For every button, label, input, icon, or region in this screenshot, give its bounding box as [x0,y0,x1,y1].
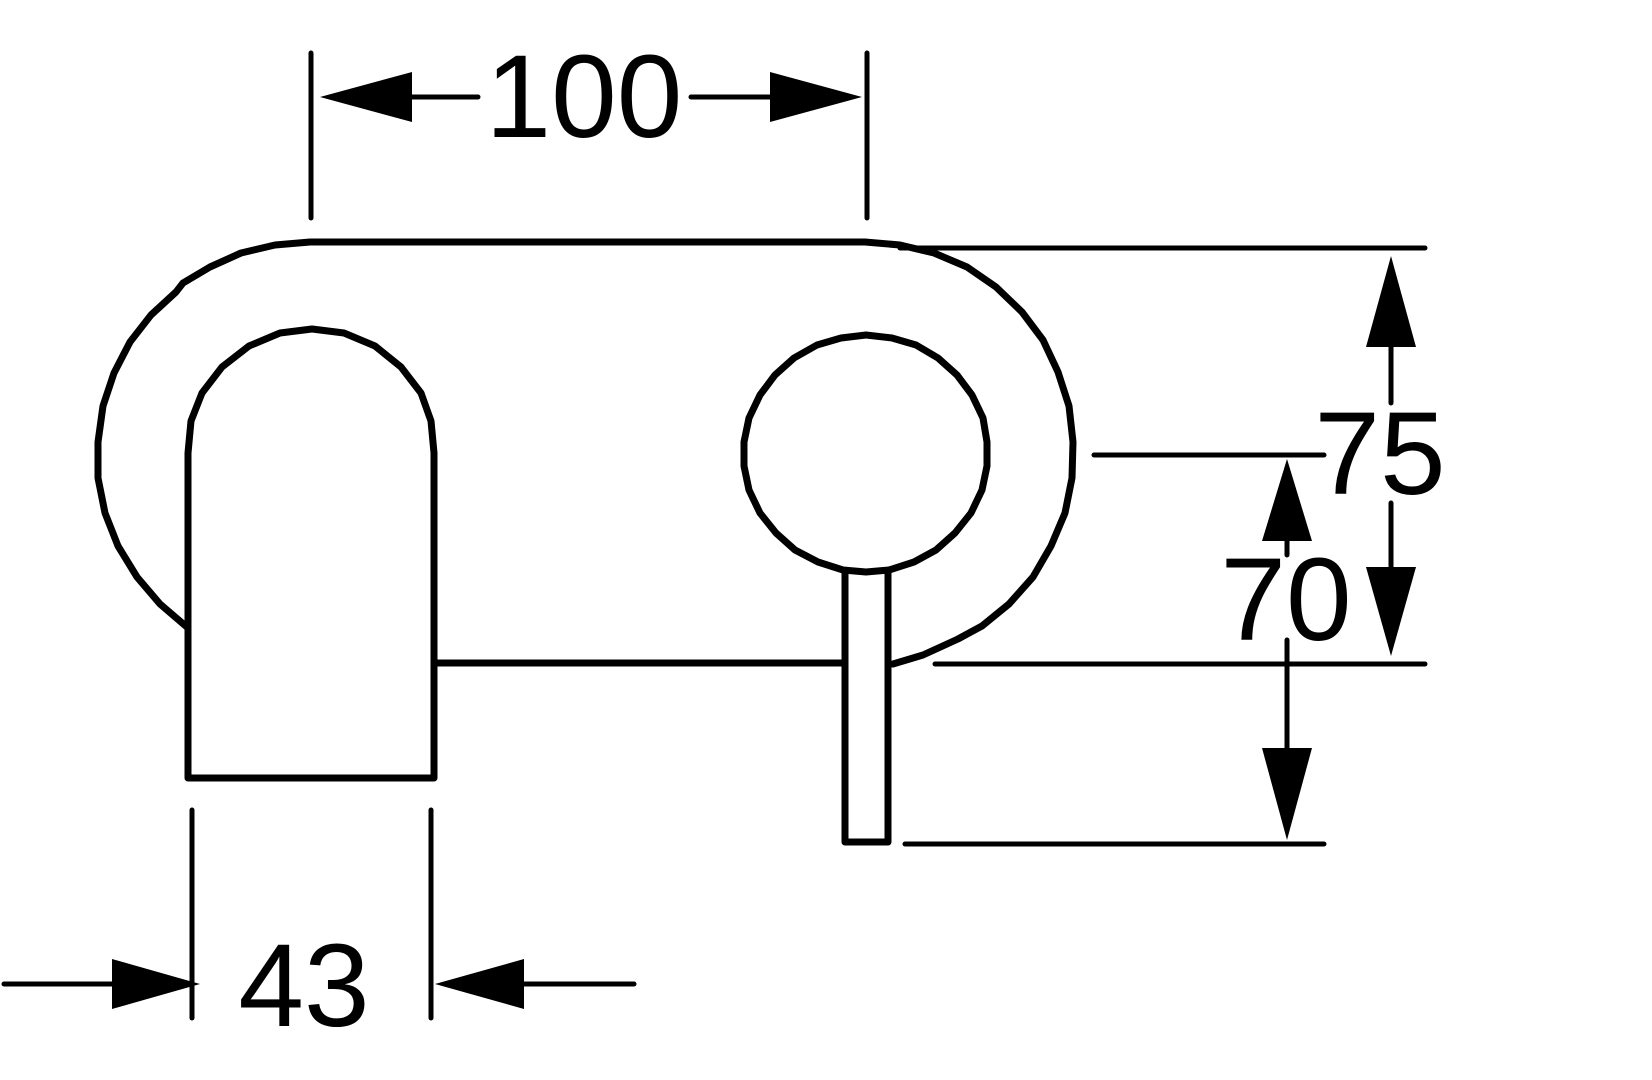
arrow-100-right [770,72,862,122]
arrow-75-down [1366,567,1416,656]
dim-label-43: 43 [238,920,369,1052]
dim-label-100: 100 [486,31,683,163]
arrow-70-down [1262,748,1312,840]
arrow-100-left [320,72,412,122]
handle-knob [740,331,991,576]
spout-outline [184,325,438,782]
arrow-75-up [1366,256,1416,347]
handle-lever [841,568,892,846]
backplate-outline [94,238,1077,668]
arrow-43-left [112,959,200,1009]
arrow-43-right [435,959,524,1009]
dim-label-70: 70 [1220,534,1351,666]
arrow-70-up [1262,459,1312,541]
dim-label-75: 75 [1314,388,1445,520]
